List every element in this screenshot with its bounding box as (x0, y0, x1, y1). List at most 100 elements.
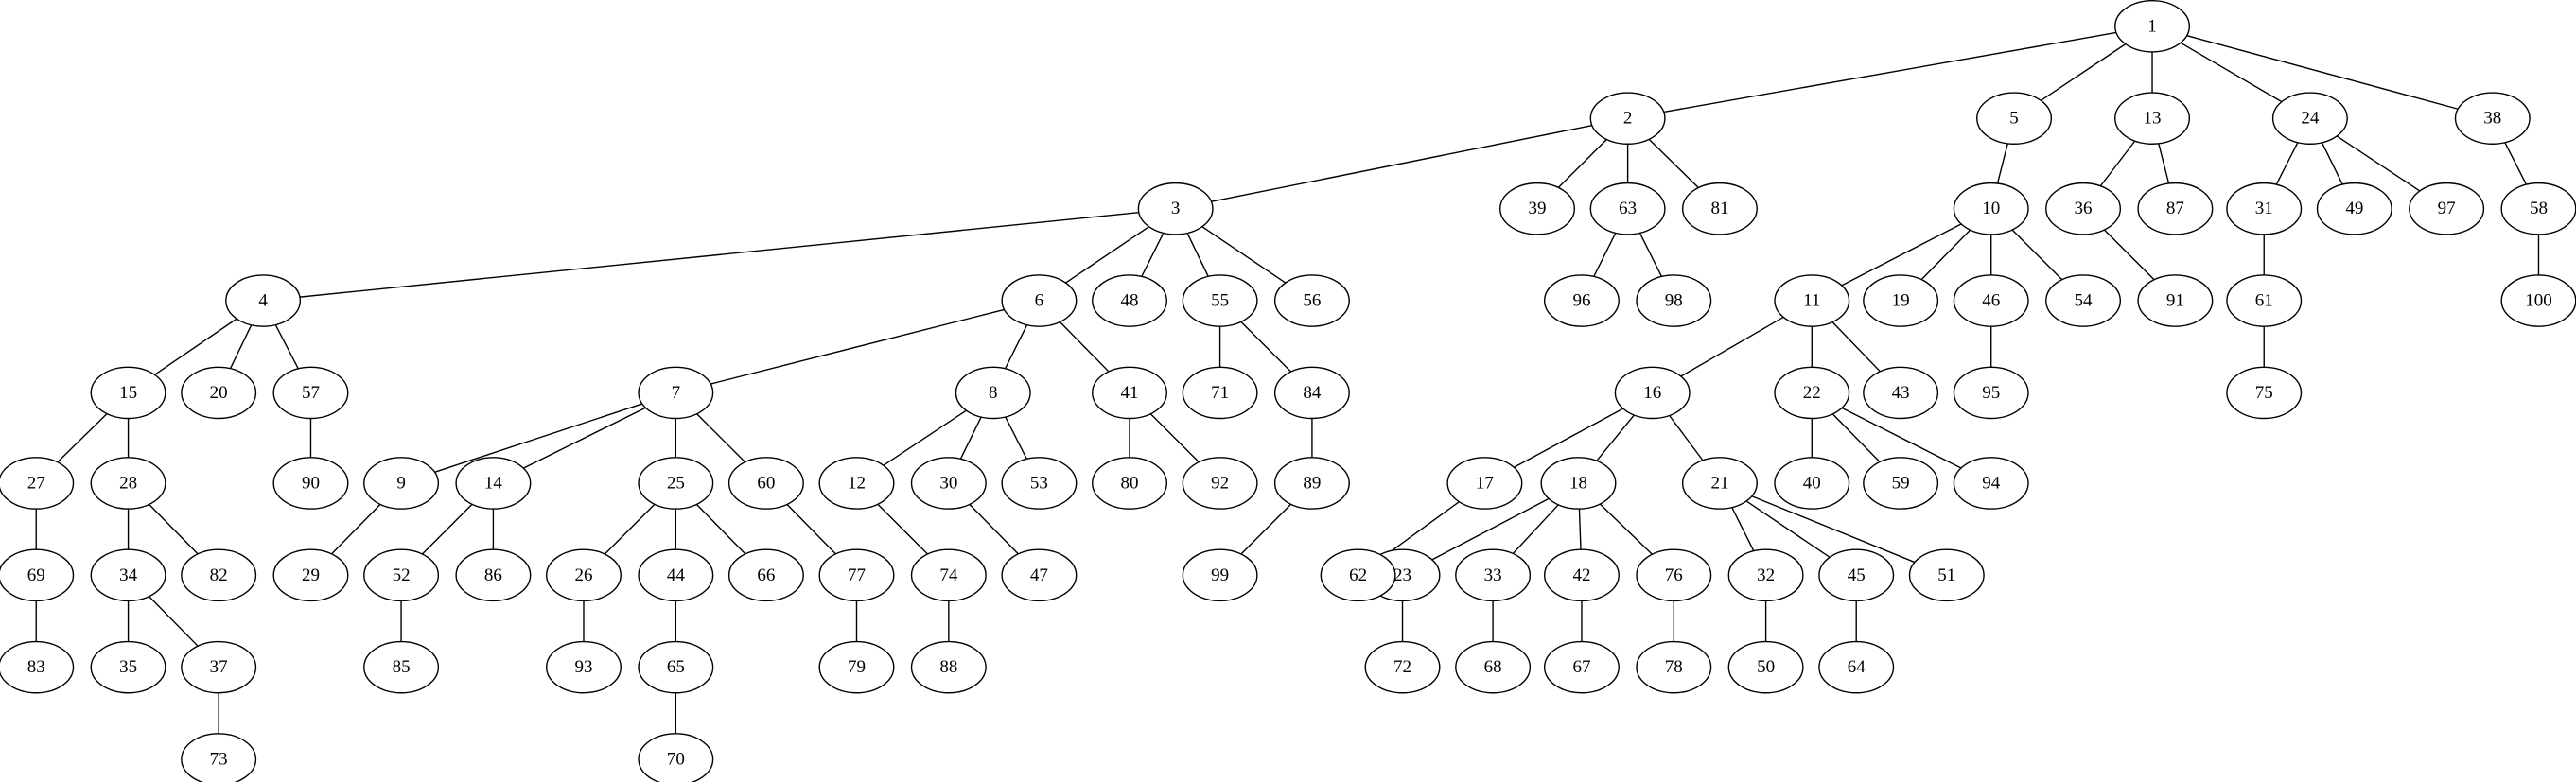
node-ellipse (1273, 457, 1350, 510)
node-label: 4 (258, 291, 268, 311)
node-label: 11 (1803, 291, 1820, 311)
node-77: 77 (818, 548, 895, 602)
edge-3-6 (1065, 226, 1149, 284)
node-ellipse (910, 548, 987, 602)
node-10: 10 (1953, 182, 2029, 235)
node-ellipse (1818, 548, 1895, 602)
node-92: 92 (1182, 457, 1258, 510)
node-ellipse (1455, 548, 1532, 602)
node-87: 87 (2137, 182, 2214, 235)
node-30: 30 (910, 457, 987, 510)
node-label: 13 (2144, 109, 2162, 129)
node-label: 40 (1803, 473, 1821, 493)
node-26: 26 (546, 548, 622, 602)
node-label: 18 (1569, 473, 1587, 493)
node-ellipse (1543, 548, 1620, 602)
node-ellipse (1499, 182, 1576, 235)
edge-8-12 (883, 409, 967, 466)
edge-1-38 (2186, 35, 2459, 110)
edge-18-23 (1431, 497, 1550, 561)
node-label: 26 (574, 565, 592, 585)
node-21: 21 (1681, 457, 1758, 510)
node-label: 71 (1211, 383, 1229, 403)
node-ellipse (2137, 274, 2214, 327)
node-label: 44 (667, 565, 686, 585)
node-93: 93 (546, 640, 622, 694)
edge-4-57 (274, 324, 299, 370)
node-label: 65 (667, 657, 685, 677)
node-label: 34 (119, 565, 138, 585)
node-ellipse (1273, 366, 1350, 420)
node-ellipse (0, 548, 75, 602)
node-94: 94 (1953, 457, 2029, 510)
node-74: 74 (910, 548, 987, 602)
node-28: 28 (90, 457, 166, 510)
node-label: 87 (2166, 199, 2184, 218)
node-68: 68 (1455, 640, 1532, 694)
node-100: 100 (2500, 274, 2576, 327)
node-label: 66 (757, 565, 775, 585)
node-label: 52 (393, 565, 411, 585)
node-label: 47 (1030, 565, 1048, 585)
edge-2-39 (1557, 138, 1607, 188)
node-label: 55 (1211, 291, 1229, 311)
node-ellipse (1137, 182, 1214, 235)
edge-25-66 (695, 503, 746, 555)
edge-10-11 (1841, 223, 1962, 287)
node-ellipse (1543, 274, 1620, 327)
node-ellipse (546, 640, 622, 694)
node-label: 12 (848, 473, 866, 493)
edge-24-97 (2336, 135, 2421, 192)
edge-13-87 (2158, 143, 2170, 184)
edge-9-29 (331, 503, 381, 555)
node-label: 22 (1803, 383, 1821, 403)
node-label: 57 (302, 383, 320, 403)
node-label: 35 (119, 657, 137, 677)
node-ellipse (1182, 457, 1258, 510)
node-label: 1 (2147, 16, 2157, 36)
node-ellipse (1543, 640, 1620, 694)
node-label: 23 (1393, 565, 1411, 585)
node-ellipse (2114, 0, 2191, 53)
edge-89-99 (1240, 503, 1292, 555)
edge-24-49 (2321, 142, 2343, 185)
node-37: 37 (181, 640, 257, 694)
node-label: 77 (848, 565, 866, 585)
node-54: 54 (2045, 274, 2122, 327)
edge-6-41 (1059, 321, 1110, 373)
node-22: 22 (1774, 366, 1850, 420)
node-label: 90 (302, 473, 320, 493)
edge-63-96 (1593, 233, 1617, 277)
node-ellipse (2137, 182, 2214, 235)
node-label: 28 (119, 473, 137, 493)
node-ellipse (363, 457, 440, 510)
node-45: 45 (1818, 548, 1895, 602)
node-48: 48 (1092, 274, 1167, 327)
node-ellipse (2114, 92, 2191, 145)
node-label: 50 (1757, 657, 1775, 677)
node-ellipse (638, 366, 714, 420)
node-ellipse (2226, 274, 2303, 327)
node-ellipse (1092, 366, 1167, 420)
node-ellipse (1182, 274, 1258, 327)
node-label: 15 (119, 383, 137, 403)
node-16: 16 (1614, 366, 1691, 420)
edge-1-24 (2180, 42, 2283, 103)
node-78: 78 (1636, 640, 1712, 694)
node-88: 88 (910, 640, 987, 694)
node-75: 75 (2226, 366, 2303, 420)
edge-1-5 (2040, 43, 2127, 101)
node-label: 42 (1572, 565, 1590, 585)
node-ellipse (181, 366, 257, 420)
node-label: 72 (1393, 657, 1411, 677)
edge-25-26 (604, 503, 656, 555)
node-label: 33 (1484, 565, 1502, 585)
node-ellipse (1182, 366, 1258, 420)
node-76: 76 (1636, 548, 1712, 602)
node-ellipse (1446, 457, 1523, 510)
edge-1-2 (1663, 31, 2117, 113)
edge-2-81 (1648, 138, 1699, 189)
node-ellipse (1727, 640, 1804, 694)
node-ellipse (90, 366, 166, 420)
node-91: 91 (2137, 274, 2214, 327)
